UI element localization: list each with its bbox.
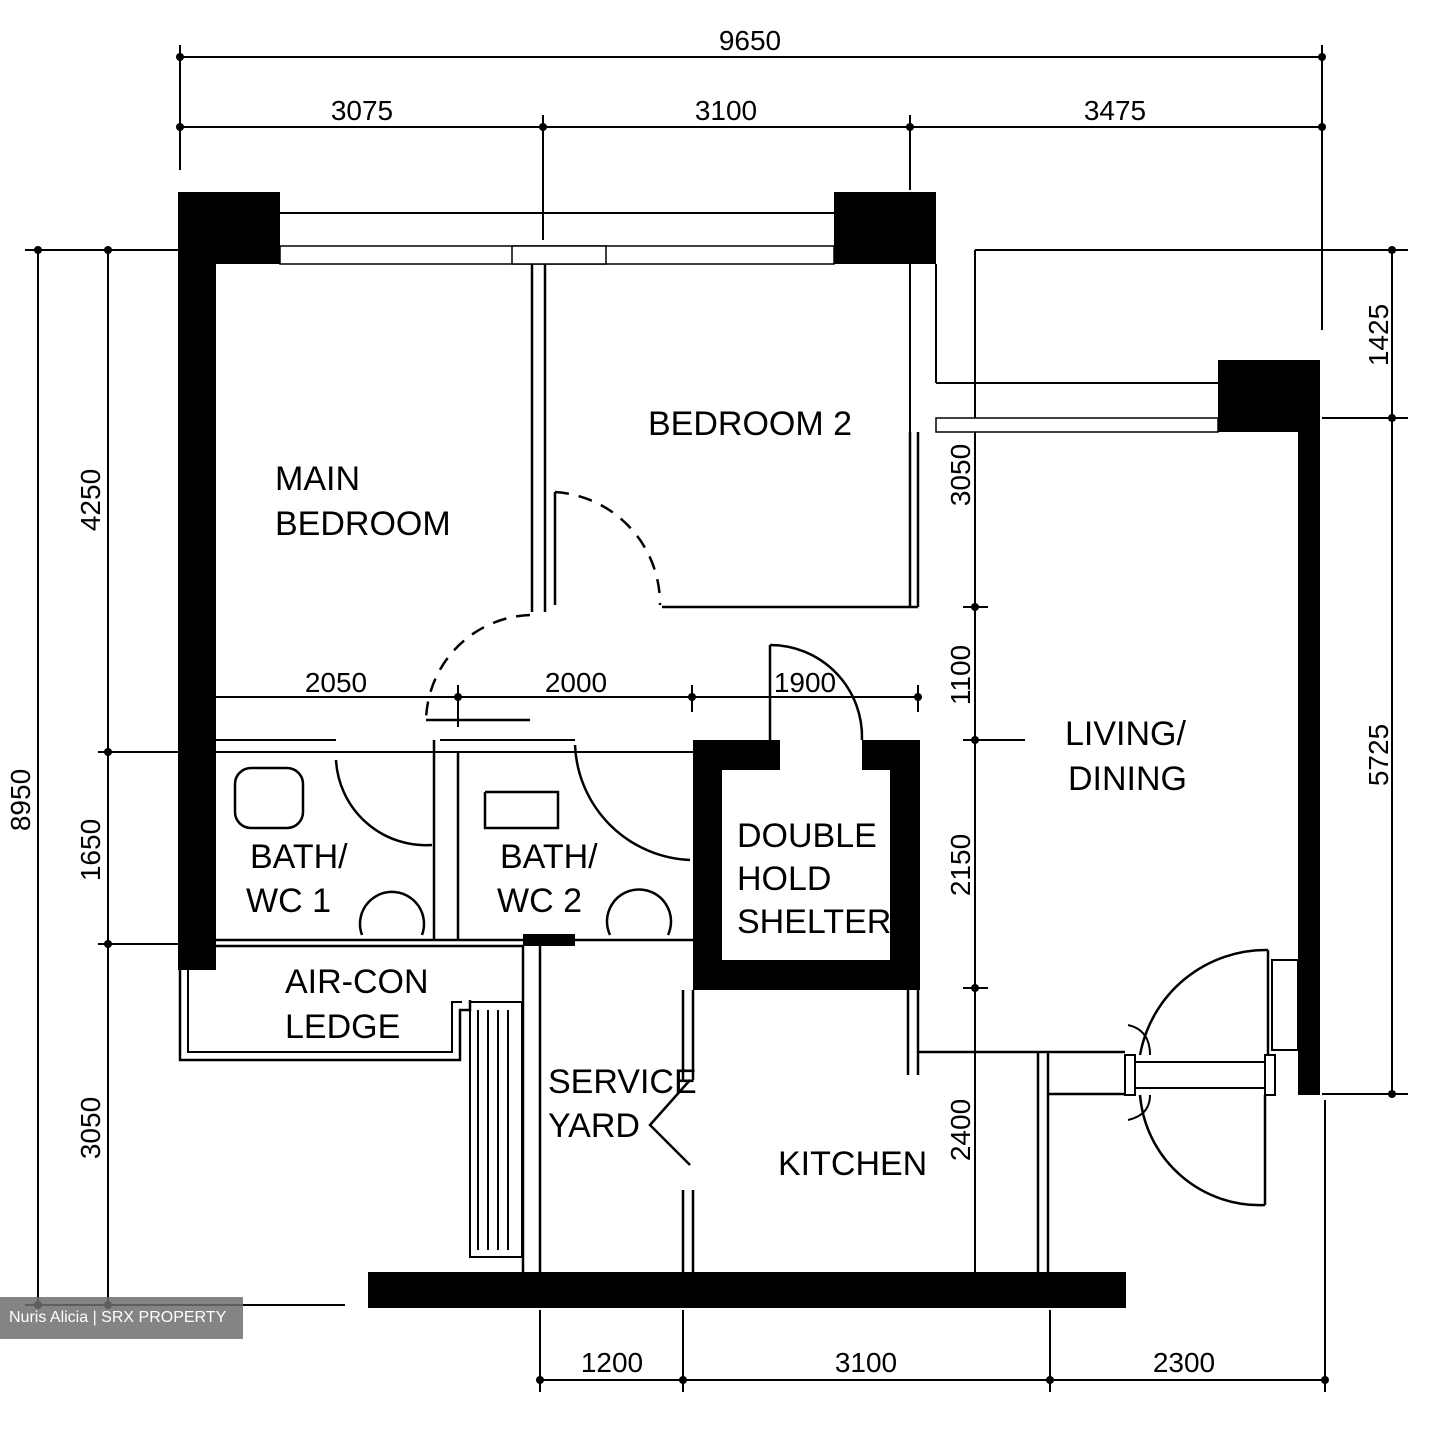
room-service-line1: SERVICE: [548, 1063, 697, 1101]
walls: [178, 192, 1320, 1308]
dim-bottom-3: 2300: [1153, 1347, 1215, 1378]
dim-right-1: 1425: [1363, 304, 1394, 366]
dim-mid-4: 2400: [945, 1099, 976, 1161]
room-bath-1-line1: BATH/: [250, 838, 348, 876]
room-kitchen: KITCHEN: [778, 1145, 927, 1183]
windows-and-partitions: [178, 212, 1299, 1272]
watermark: Nuris Alicia | SRX PROPERTY: [0, 1297, 243, 1339]
toilet-icon: [358, 890, 426, 936]
room-bedroom-2: BEDROOM 2: [648, 405, 852, 443]
room-bath-1-line2: WC 1: [246, 882, 331, 920]
dim-bottom-1: 1200: [581, 1347, 643, 1378]
room-shelter-line3: SHELTER: [737, 903, 891, 941]
dim-left-overall: 8950: [5, 769, 36, 831]
room-bath-2-line2: WC 2: [497, 882, 582, 920]
room-living-line2: DINING: [1068, 760, 1187, 798]
fixtures: [233, 766, 673, 936]
dim-top-1: 3075: [331, 95, 393, 126]
toilet-icon: [605, 888, 673, 936]
room-shelter-line1: DOUBLE: [737, 817, 877, 855]
room-living-line1: LIVING/: [1065, 715, 1186, 753]
dim-mid-3: 2150: [945, 834, 976, 896]
dim-mid-2: 1100: [945, 645, 976, 705]
dim-bottom-2: 3100: [835, 1347, 897, 1378]
room-shelter-line2: HOLD: [737, 860, 831, 898]
dim-corridor-3: 1900: [774, 667, 836, 698]
basin-icon: [483, 790, 560, 830]
dim-top-3: 3475: [1084, 95, 1146, 126]
dim-left-3: 3050: [75, 1097, 106, 1159]
dim-left-1: 4250: [75, 469, 106, 531]
room-main-bedroom-line2: BEDROOM: [275, 505, 451, 543]
basin-icon: [233, 766, 305, 830]
dim-top-2: 3100: [695, 95, 757, 126]
room-service-line2: YARD: [548, 1107, 640, 1145]
dim-overall-width: 9650: [719, 25, 781, 56]
dim-right-2: 5725: [1363, 724, 1394, 786]
dim-corridor-1: 2050: [305, 667, 367, 698]
room-aircon-line1: AIR-CON: [285, 963, 429, 1001]
dim-corridor-2: 2000: [545, 667, 607, 698]
doors: [334, 490, 1270, 1207]
room-aircon-line2: LEDGE: [285, 1008, 400, 1046]
room-labels: MAIN BEDROOM BEDROOM 2 LIVING/ DINING BA…: [246, 405, 1187, 1183]
room-bath-2-line1: BATH/: [500, 838, 598, 876]
room-main-bedroom-line1: MAIN: [275, 460, 360, 498]
dim-mid-1: 3050: [945, 444, 976, 506]
dimension-labels: 9650 3075 3100 3475 8950 4250 1650 3050 …: [5, 25, 1394, 1378]
dim-left-2: 1650: [75, 819, 106, 881]
